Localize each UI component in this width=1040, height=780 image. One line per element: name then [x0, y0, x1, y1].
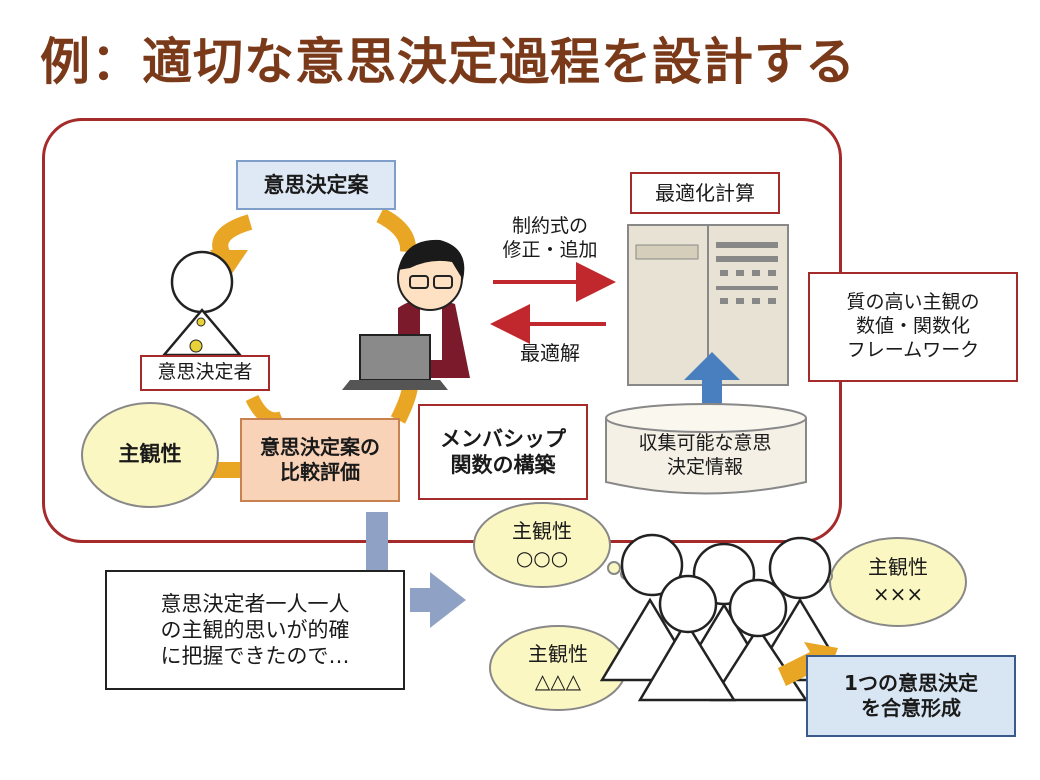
right-arrow	[410, 572, 466, 628]
membership-box: メンバシップ 関数の構築	[418, 404, 588, 500]
comparison-box: 意思決定案の 比較評価	[240, 418, 400, 502]
cloud-c-label: 主観性 ×××	[868, 555, 928, 606]
proposal-box: 意思決定案	[236, 160, 396, 210]
page-title: 例：適切な意思決定過程を設計する	[40, 33, 856, 91]
group-figures	[599, 533, 851, 702]
optimization-box: 最適化計算	[630, 172, 780, 214]
optimal-label: 最適解	[520, 340, 580, 365]
subjectivity-label: 主観性	[118, 441, 182, 466]
upload-arrow	[684, 352, 740, 405]
decision-maker-label: 意思決定者	[140, 355, 270, 391]
quality-box: 質の高い主観の 数値・関数化 フレームワーク	[808, 272, 1018, 382]
consensus-box: 1つの意思決定 を合意形成	[806, 655, 1016, 737]
database-cylinder	[605, 403, 807, 495]
constraint-label: 制約式の 修正・追加	[502, 215, 598, 261]
decision-maker-figure	[161, 250, 243, 357]
cloud-b-label: 主観性 △△△	[528, 642, 588, 693]
cycle-arrow-bottom	[245, 394, 285, 427]
subjectivity-cloud	[81, 402, 219, 508]
cloud-a-label: 主観性 ○○○	[512, 519, 572, 570]
cycle-arrow-right	[376, 207, 417, 253]
down-connector	[366, 512, 388, 578]
operator-figure	[342, 239, 470, 390]
collectable-label: 収集可能な意思 決定情報	[638, 432, 772, 478]
grasp-box: 意思決定者一人一人 の主観的思いが的確 に把握できたので…	[105, 570, 405, 690]
